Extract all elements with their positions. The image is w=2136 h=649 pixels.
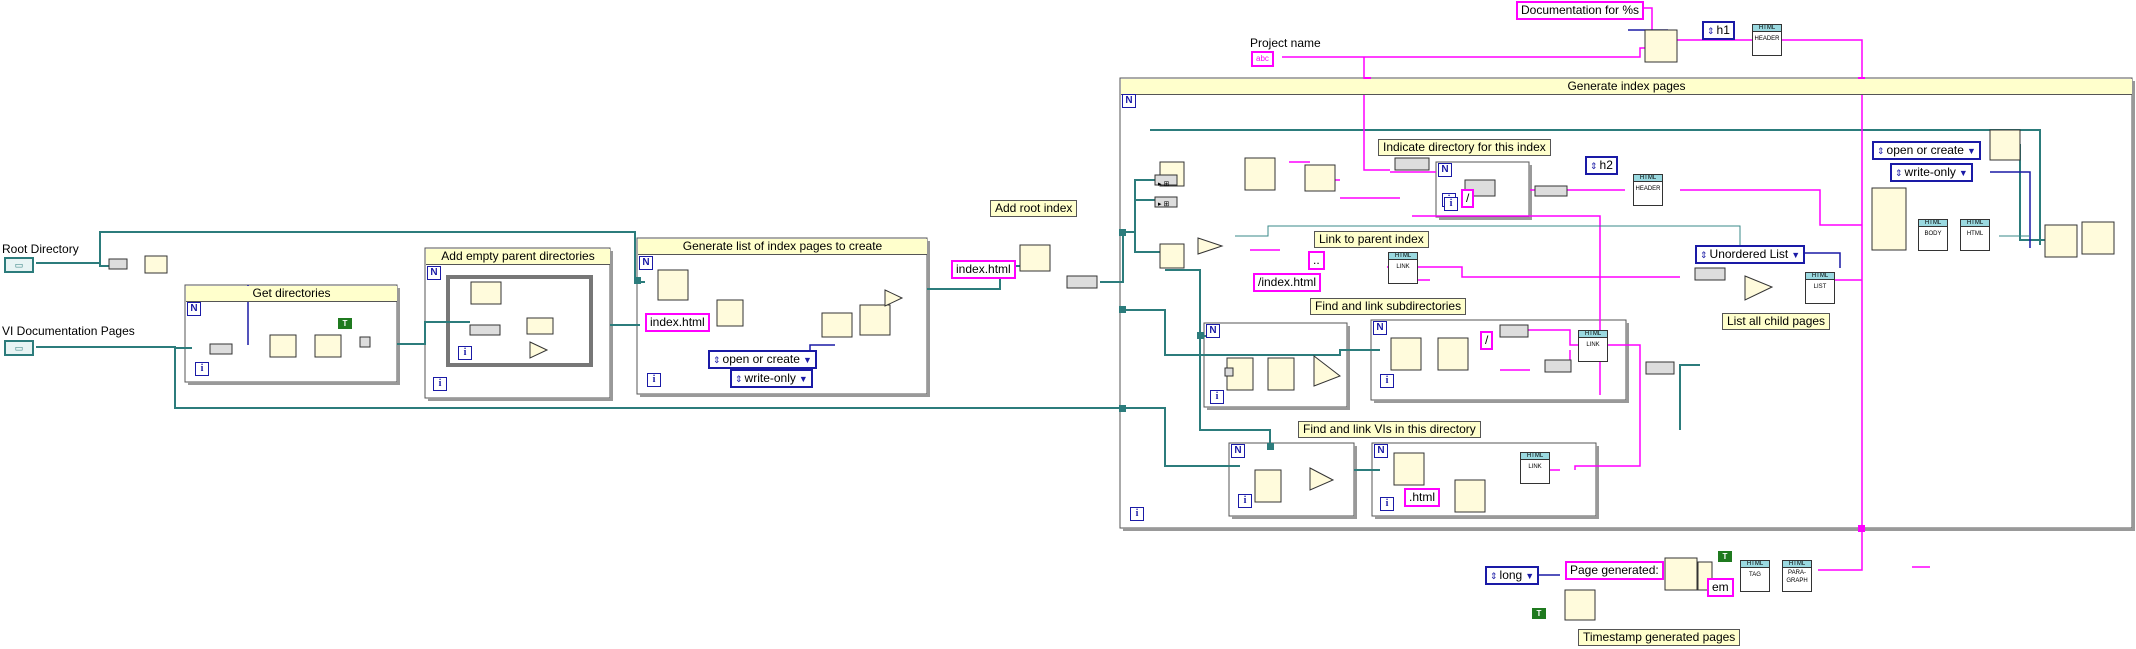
add-empty-parent-dirs-header: Add empty parent directories: [426, 249, 610, 265]
project-name-label: Project name: [1250, 36, 1321, 50]
loop-count-terminal: N: [1122, 94, 1136, 108]
slash-string-2[interactable]: /: [1480, 331, 1494, 350]
h2-ring[interactable]: ⇕h2: [1585, 156, 1618, 175]
timestamp-note: Timestamp generated pages: [1578, 629, 1741, 646]
write-only-ring-2[interactable]: ⇕write-only▼: [1890, 163, 1973, 182]
loop-count-terminal: N: [1438, 163, 1452, 177]
loop-iteration-terminal: i: [1210, 390, 1224, 404]
path-tunnels: [634, 229, 1274, 450]
vi-doc-pages-label: VI Documentation Pages: [2, 324, 135, 338]
loop-iteration-terminal: i: [1380, 374, 1394, 388]
add-root-index-note: Add root index: [990, 200, 1078, 217]
loop-count-terminal: N: [1231, 444, 1245, 458]
root-directory-label: Root Directory: [2, 242, 79, 256]
loop-iteration-terminal: i: [647, 373, 661, 387]
loop-iteration-terminal: i: [433, 377, 447, 391]
loop-count-terminal: N: [639, 256, 653, 270]
true-constant[interactable]: T: [338, 318, 352, 329]
unordered-list-ring[interactable]: ⇕Unordered List▼: [1695, 245, 1806, 264]
slash-index-html-string[interactable]: /index.html: [1253, 273, 1322, 292]
find-subdirs-note: Find and link subdirectories: [1310, 298, 1467, 315]
documentation-for-string[interactable]: Documentation for %s: [1516, 1, 1645, 20]
loop-iteration-terminal: i: [195, 362, 209, 376]
loop-iteration-terminal: i: [1130, 507, 1144, 521]
loop-count-terminal: N: [427, 266, 441, 280]
open-or-create-ring-2[interactable]: ⇕open or create▼: [1872, 141, 1981, 160]
vi-doc-pages-terminal[interactable]: ▭: [4, 340, 34, 356]
loop-count-terminal: N: [1373, 321, 1387, 335]
link-to-parent-note: Link to parent index: [1314, 231, 1429, 248]
h1-ring[interactable]: ⇕h1: [1702, 21, 1735, 40]
long-ring[interactable]: ⇕long▼: [1485, 566, 1540, 585]
indicate-directory-note: Indicate directory for this index: [1378, 139, 1551, 156]
open-or-create-ring-1[interactable]: ⇕open or create▼: [708, 350, 817, 369]
svg-text:▸ ⊞: ▸ ⊞: [1158, 181, 1169, 188]
comparison-nodes: [529, 237, 1774, 491]
true-constant[interactable]: T: [1718, 551, 1732, 562]
em-string[interactable]: em: [1707, 578, 1734, 597]
index-html-string-2[interactable]: index.html: [951, 260, 1016, 279]
loop-iteration-terminal: i: [1444, 197, 1458, 211]
dotdot-string[interactable]: ..: [1308, 251, 1325, 270]
loop-iteration-terminal: i: [458, 346, 472, 360]
generate-list-header: Generate list of index pages to create: [638, 239, 927, 255]
get-directories-header: Get directories: [186, 286, 397, 302]
root-directory-terminal[interactable]: ▭: [4, 257, 34, 273]
loop-count-terminal: N: [1374, 444, 1388, 458]
loop-count-terminal: N: [187, 302, 201, 316]
list-child-pages-note: List all child pages: [1722, 313, 1831, 330]
write-only-ring-1[interactable]: ⇕write-only▼: [730, 369, 813, 388]
loop-iteration-terminal: i: [1380, 497, 1394, 511]
index-html-string-1[interactable]: index.html: [645, 313, 710, 332]
page-generated-string[interactable]: Page generated:: [1565, 561, 1664, 580]
loop-iteration-terminal: i: [1238, 494, 1252, 508]
subvi-nodes: [144, 29, 2115, 621]
slash-string-1[interactable]: /: [1461, 189, 1475, 208]
node-labels: ▸ ⊞ ▸ ⊞: [1158, 181, 1169, 208]
find-vis-note: Find and link VIs in this directory: [1298, 421, 1481, 438]
html-ext-string[interactable]: .html: [1404, 488, 1441, 507]
generate-index-pages-header: Generate index pages: [1121, 79, 2132, 95]
small-connectors: [108, 157, 1726, 377]
svg-text:▸ ⊞: ▸ ⊞: [1158, 201, 1169, 208]
loop-count-terminal: N: [1206, 324, 1220, 338]
true-constant[interactable]: T: [1532, 608, 1546, 619]
project-name-terminal[interactable]: abc: [1251, 51, 1274, 67]
